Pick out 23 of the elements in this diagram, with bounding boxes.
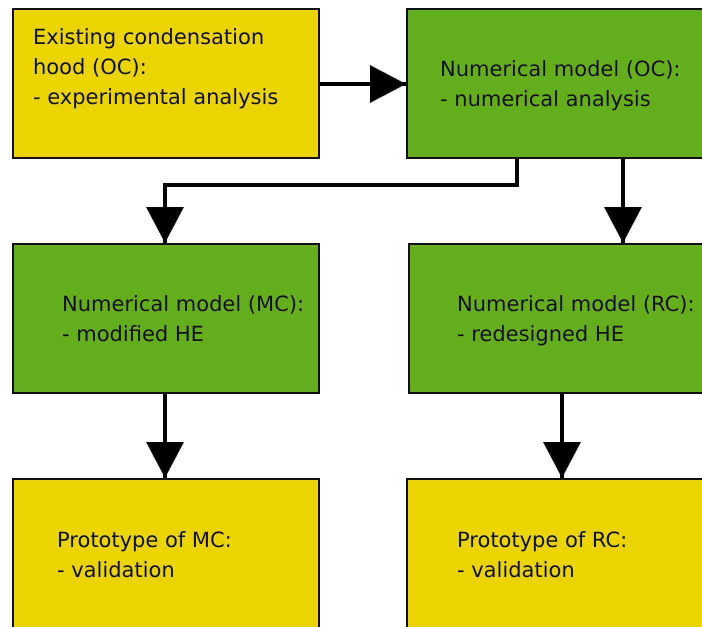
arrow <box>320 65 406 103</box>
process-box <box>408 243 702 394</box>
box-text: Prototype of MC: <box>57 526 233 554</box>
process-box <box>12 8 320 159</box>
box-text: - validation <box>457 556 576 584</box>
process-box <box>12 243 320 394</box>
arrow <box>604 159 642 243</box>
box-text: - experimental analysis <box>33 84 280 111</box>
box-text: - modified HE <box>62 320 205 348</box>
arrow <box>146 159 519 243</box>
box-text: - redesigned HE <box>457 320 625 348</box>
process-box <box>406 8 702 159</box>
box-text: Numerical model (OC): <box>440 56 682 82</box>
box-text: - validation <box>57 556 176 584</box>
arrow <box>543 394 581 478</box>
process-box <box>406 478 702 627</box>
box-text: - numerical analysis <box>440 86 652 112</box>
box-text: Existing condensation hood (OC): <box>33 24 266 81</box>
box-text: Numerical model (RC): <box>457 290 696 318</box>
box-text: Numerical model (MC): <box>62 290 306 318</box>
arrow <box>146 394 184 478</box>
process-box <box>12 478 320 627</box>
box-text: Prototype of RC: <box>457 526 628 554</box>
